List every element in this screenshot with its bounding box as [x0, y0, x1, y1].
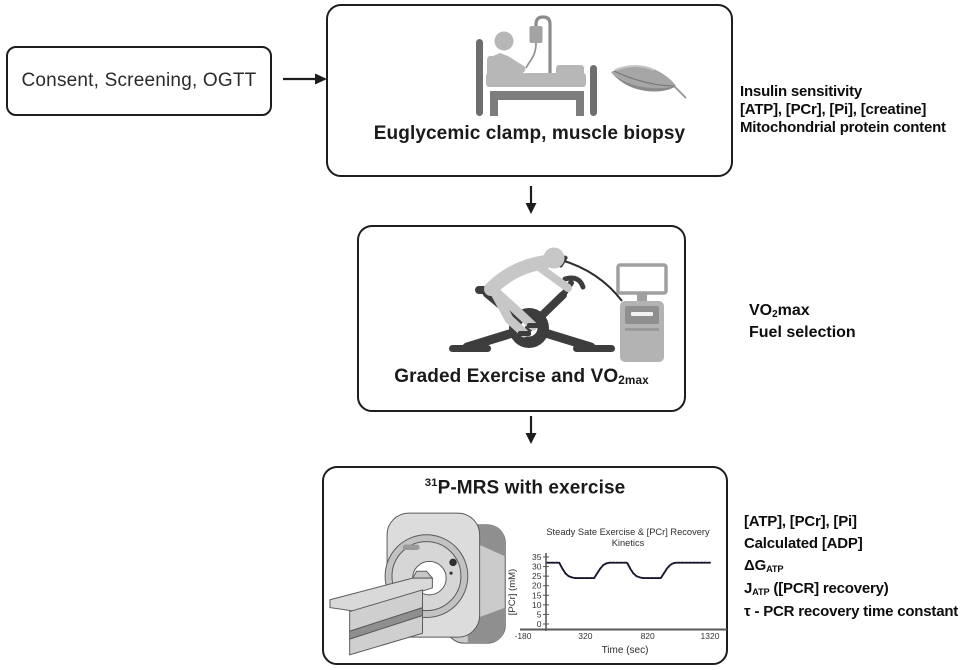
mri-table	[329, 570, 434, 656]
chart-ylabel: [PCr] (mM)	[507, 569, 518, 615]
x-tick-label: -180	[514, 631, 531, 641]
annot-line: Fuel selection	[749, 324, 856, 341]
mrs-title: 31P-MRS with exercise	[424, 477, 626, 499]
pedal	[527, 323, 540, 328]
rider-head	[543, 247, 565, 269]
y-tick-label: 35	[532, 552, 542, 562]
exercise-label: Graded Exercise and VO2max	[394, 366, 649, 388]
annot-line: Mitochondrial protein content	[740, 119, 946, 136]
arrow-down-icon	[525, 416, 537, 444]
bed-frame	[476, 39, 597, 116]
exercise-bike-icon	[449, 247, 668, 362]
arrow-right-icon	[283, 73, 327, 85]
patient-figure	[487, 31, 526, 75]
chart-title-line2: Kinetics	[612, 538, 645, 548]
y-tick-label: 10	[532, 600, 542, 610]
clamp-outputs: Insulin sensitivity [ATP], [PCr], [Pi], …	[740, 83, 946, 137]
x-tick-label: 1320	[701, 631, 720, 641]
annot-line: [ATP], [PCr], [Pi]	[744, 513, 857, 530]
annot-line: Calculated [ADP]	[744, 535, 863, 552]
chart-xlabel: Time (sec)	[602, 645, 649, 656]
hospital-bed-icon	[476, 15, 597, 116]
annot-line: τ - PCR recovery time constant	[744, 603, 959, 620]
consent-box: Consent, Screening, OGTT	[6, 46, 272, 116]
clamp-label: Euglycemic clamp, muscle biopsy	[373, 123, 686, 144]
pcr-chart-svg: Steady Sate Exercise & [PCr] Recovery Ki…	[507, 527, 727, 656]
iv-drip-icon	[525, 15, 552, 76]
pedal	[518, 331, 531, 336]
annot-line: [ATP], [PCr], [Pi], [creatine]	[740, 101, 927, 118]
y-tick-label: 20	[532, 581, 542, 591]
clamp-box: Euglycemic clamp, muscle biopsy	[326, 4, 733, 177]
exercise-outputs: VO2max Fuel selection	[749, 301, 856, 343]
x-tick-label: 320	[578, 631, 592, 641]
y-tick-label: 5	[537, 609, 542, 619]
y-tick-label: 25	[532, 571, 542, 581]
annot-line: JATP ([PCR] recovery)	[744, 580, 889, 597]
annot-line: Insulin sensitivity	[740, 83, 863, 100]
consent-label: Consent, Screening, OGTT	[21, 70, 257, 91]
metabolic-cart-icon	[616, 263, 668, 362]
arrow-down-icon	[525, 186, 537, 214]
annot-line: VO2max	[749, 302, 810, 320]
y-tick-label: 30	[532, 562, 542, 572]
muscle-biopsy-icon	[611, 65, 687, 99]
mrs-outputs: [ATP], [PCr], [Pi] Calculated [ADP] ΔGAT…	[744, 511, 958, 623]
x-tick-label: 820	[641, 631, 655, 641]
annot-line: ΔGATP	[744, 557, 784, 574]
chart-title-line1: Steady Sate Exercise & [PCr] Recovery	[546, 527, 710, 537]
mri-scanner-icon	[329, 512, 506, 656]
y-tick-label: 0	[537, 619, 542, 629]
rider-figure	[484, 255, 572, 338]
y-tick-label: 15	[532, 590, 542, 600]
mrs-box: 31P-MRS with exercise	[322, 466, 728, 665]
exercise-box: Graded Exercise and VO2max	[357, 225, 686, 412]
breath-tube	[560, 259, 623, 302]
pcr-series-line	[546, 561, 711, 580]
